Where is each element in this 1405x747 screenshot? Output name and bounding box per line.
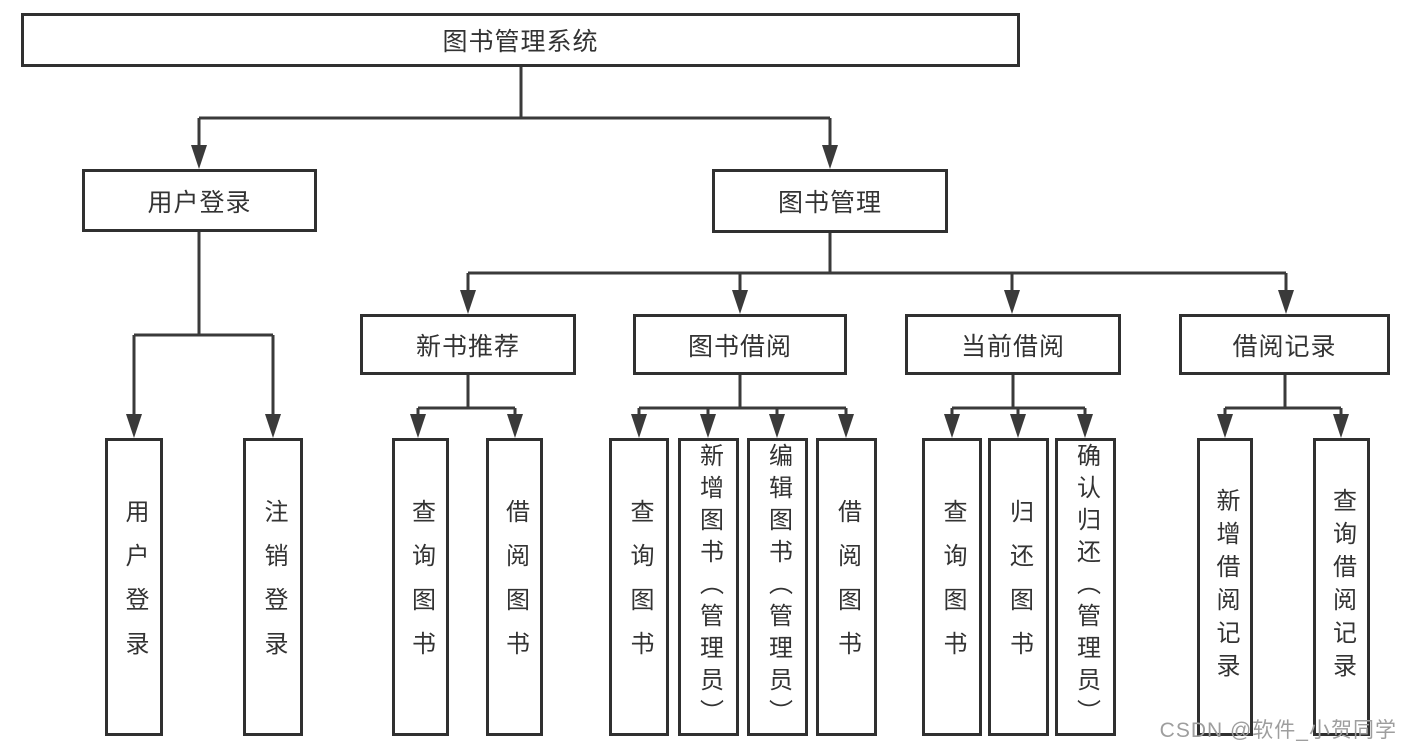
node-label: 归还图书	[1005, 499, 1033, 675]
connector-root-branch	[197, 67, 832, 164]
node-add-book-admin: 新增图书（管理员）	[678, 438, 739, 736]
node-query-borrow-record: 查询借阅记录	[1313, 438, 1370, 736]
arrow-icon	[1217, 414, 1233, 438]
connector-book-borrow-branch	[637, 375, 848, 433]
connector-new-book-branch	[416, 375, 517, 433]
node-user-login-action: 用户登录	[105, 438, 163, 736]
arrowheads	[126, 145, 1349, 438]
arrow-icon	[700, 414, 716, 438]
arrow-icon	[838, 414, 854, 438]
node-label: 当前借阅	[960, 332, 1065, 361]
node-user-login: 用户登录	[82, 169, 317, 232]
node-current-borrowing: 当前借阅	[905, 314, 1121, 375]
node-confirm-return-admin: 确认归还（管理员）	[1055, 438, 1116, 736]
arrow-icon	[1077, 414, 1093, 438]
node-borrow-book-borrowing: 借阅图书	[816, 438, 877, 736]
node-logout-action: 注销登录	[243, 438, 303, 736]
node-return-book: 归还图书	[988, 438, 1049, 736]
arrow-icon	[191, 145, 207, 169]
node-query-book-borrowing: 查询图书	[609, 438, 669, 736]
node-book-management: 图书管理	[712, 169, 948, 233]
node-label: 查询图书	[626, 499, 653, 675]
node-label: 新书推荐	[415, 332, 520, 361]
node-label: 图书管理系统	[442, 28, 599, 56]
connector-borrow-record-branch	[1223, 375, 1343, 433]
node-label: 新增借阅记录	[1212, 488, 1239, 686]
arrow-icon	[1278, 290, 1294, 314]
arrow-icon	[1004, 290, 1020, 314]
arrow-icon	[732, 290, 748, 314]
arrow-icon	[822, 145, 838, 169]
arrow-icon	[769, 414, 785, 438]
arrow-icon	[507, 414, 523, 438]
arrow-icon	[265, 414, 281, 438]
node-label: 图书管理	[777, 189, 882, 217]
node-label: 查询借阅记录	[1328, 488, 1356, 686]
node-query-book-newrec: 查询图书	[392, 438, 449, 736]
arrow-icon	[631, 414, 647, 438]
connector-lines	[132, 67, 1343, 433]
watermark-text: CSDN @软件_小贺同学	[1159, 719, 1397, 742]
node-root-system: 图书管理系统	[21, 13, 1020, 67]
node-book-borrowing: 图书借阅	[633, 314, 847, 375]
node-label: 确认归还（管理员）	[1072, 443, 1100, 731]
node-borrow-book-newrec: 借阅图书	[486, 438, 543, 736]
node-borrowing-records: 借阅记录	[1179, 314, 1390, 375]
node-label: 用户登录	[121, 499, 148, 675]
node-query-book-current: 查询图书	[922, 438, 982, 736]
node-label: 用户登录	[147, 188, 252, 217]
node-label: 编辑图书（管理员）	[764, 443, 792, 731]
node-label: 查询图书	[407, 499, 435, 675]
arrow-icon	[126, 414, 142, 438]
node-label: 注销登录	[260, 499, 287, 675]
node-label: 借阅图书	[833, 499, 861, 675]
arrow-icon	[944, 414, 960, 438]
node-add-borrow-record: 新增借阅记录	[1197, 438, 1253, 736]
arrow-icon	[410, 414, 426, 438]
connector-user-login-branch	[132, 232, 275, 433]
node-edit-book-admin: 编辑图书（管理员）	[747, 438, 808, 736]
node-label: 新增图书（管理员）	[695, 443, 723, 731]
node-new-book-recommend: 新书推荐	[360, 314, 576, 375]
node-label: 借阅记录	[1232, 332, 1337, 361]
arrow-icon	[1010, 414, 1026, 438]
node-label: 查询图书	[939, 499, 966, 675]
node-label: 图书借阅	[687, 332, 792, 361]
arrow-icon	[460, 290, 476, 314]
arrow-icon	[1333, 414, 1349, 438]
connector-book-management-branch	[466, 233, 1288, 309]
node-label: 借阅图书	[501, 499, 529, 675]
